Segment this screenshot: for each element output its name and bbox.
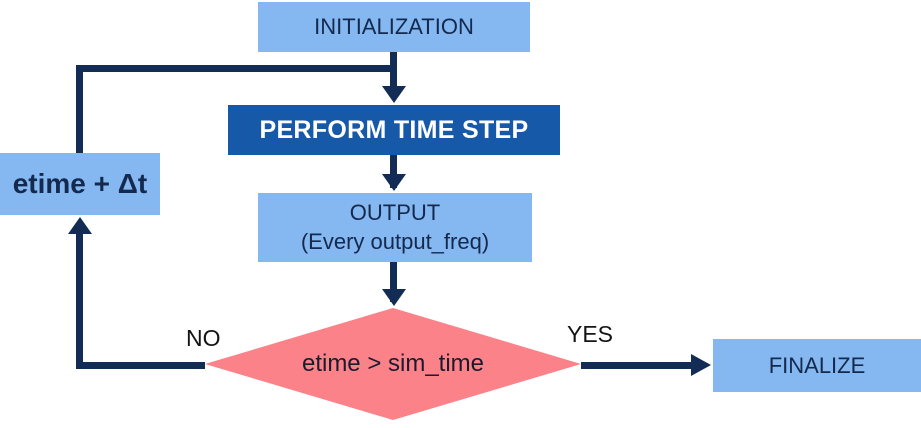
- arrowhead-into-decision: [382, 289, 406, 306]
- node-initialization-label: INITIALIZATION: [314, 14, 474, 39]
- decision-label: etime > sim_time: [301, 350, 485, 377]
- arrowhead-into-perform-time-step: [382, 86, 406, 103]
- connector-no-horizontal: [76, 362, 205, 369]
- arrowhead-into-output: [382, 174, 406, 191]
- node-output-sublabel: (Every output_freq): [300, 228, 490, 254]
- connector-no-vertical: [76, 232, 83, 369]
- node-perform-time-step-label: PERFORM TIME STEP: [259, 115, 529, 144]
- arrowhead-into-etime-update: [68, 217, 92, 234]
- decision-diamond: etime > sim_time: [205, 308, 581, 420]
- edge-label-no: NO: [186, 325, 221, 351]
- edge-label-yes: YES: [567, 321, 614, 347]
- connector-feedback-horizontal: [76, 65, 397, 72]
- node-perform-time-step: PERFORM TIME STEP: [228, 105, 560, 155]
- node-output: OUTPUT (Every output_freq): [258, 193, 532, 262]
- node-etime-update-label: etime + Δt: [12, 168, 148, 199]
- connector-feedback-vertical: [76, 65, 83, 153]
- arrowhead-into-finalize: [691, 354, 711, 376]
- connector-init-to-step: [390, 52, 397, 96]
- connector-step-to-output: [390, 155, 397, 188]
- connector-output-to-decision: [390, 262, 397, 302]
- node-finalize: FINALIZE: [713, 339, 921, 392]
- node-output-label: OUTPUT: [349, 200, 441, 226]
- node-etime-update: etime + Δt: [0, 153, 160, 215]
- connector-yes-to-finalize: [581, 362, 693, 369]
- node-finalize-label: FINALIZE: [768, 352, 866, 378]
- node-initialization: INITIALIZATION: [258, 2, 530, 52]
